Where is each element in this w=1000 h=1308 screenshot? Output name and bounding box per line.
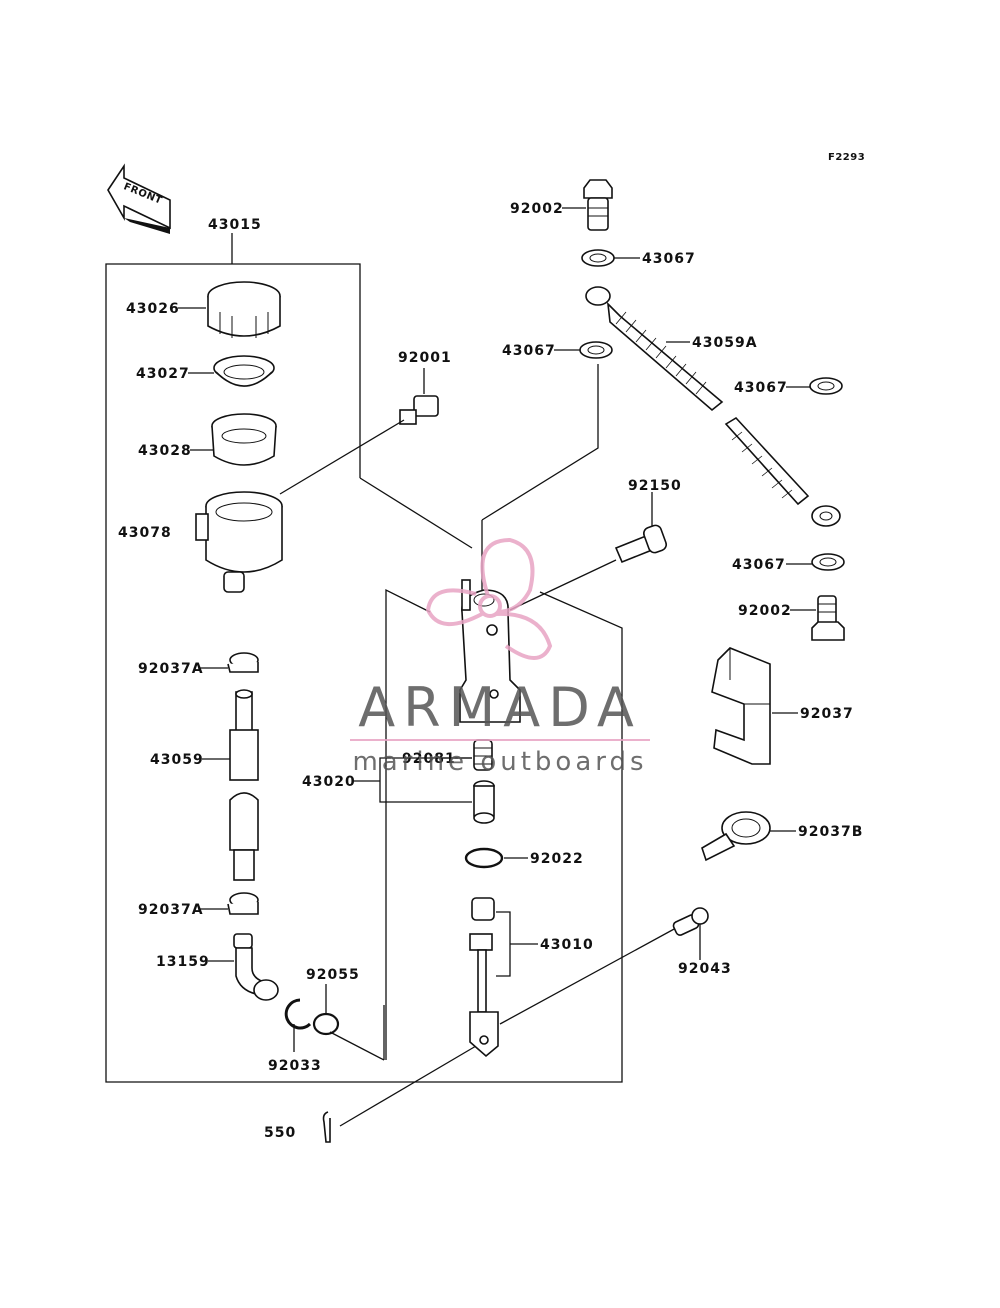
label-92033: 92033 [268, 1058, 322, 1074]
clevis-pin-part [672, 907, 709, 936]
hose-bracket-part [711, 647, 771, 765]
reservoir-part [195, 491, 283, 593]
banjo-bolt-bottom-part [811, 595, 845, 641]
bolt-92001-part [399, 395, 439, 425]
label-92055: 92055 [306, 967, 360, 983]
hose-clamp-top-part [227, 652, 259, 673]
watermark-tagline: marine outboards [352, 747, 647, 777]
o-ring-part [312, 1012, 340, 1036]
label-43067-b: 43067 [502, 343, 556, 359]
elbow-fitting-part [233, 933, 279, 1001]
washer-b-part [579, 341, 613, 359]
label-550: 550 [264, 1125, 296, 1141]
label-43067-c: 43067 [734, 380, 788, 396]
washer-d-part [811, 553, 845, 571]
label-92037B: 92037B [798, 824, 863, 840]
label-92037A-top: 92037A [138, 661, 204, 677]
watermark-brand: ARMADA [358, 676, 642, 739]
assembly-frame-43015 [105, 233, 623, 1083]
front-arrow-icon: FRONT [107, 163, 171, 234]
label-92150: 92150 [628, 478, 682, 494]
washer-a-part [581, 249, 615, 267]
label-43059A: 43059A [692, 335, 758, 351]
washer-c-part [809, 377, 843, 395]
grommet-part [701, 811, 771, 862]
bolt-92150-part [614, 524, 668, 564]
push-rod-part [469, 897, 499, 1058]
armada-watermark: ARMADA marine outboards [350, 537, 650, 777]
circlip-part [284, 998, 312, 1030]
label-92002-top: 92002 [510, 201, 564, 217]
label-43020: 43020 [302, 774, 356, 790]
label-43067-d: 43067 [732, 557, 786, 573]
label-92037: 92037 [800, 706, 854, 722]
snap-ring-part [464, 847, 504, 869]
label-43027: 43027 [136, 366, 190, 382]
label-92081: 92081 [402, 751, 456, 767]
master-cylinder-body-part [459, 579, 521, 723]
figure-code: F2293 [828, 152, 865, 163]
cotter-pin-part [322, 1111, 331, 1143]
label-43059: 43059 [150, 752, 204, 768]
label-43010: 43010 [540, 937, 594, 953]
propeller-logo-icon [425, 537, 553, 660]
diaphragm-plate-part [213, 355, 275, 387]
reservoir-hose-part [229, 689, 259, 881]
label-43015: 43015 [208, 217, 262, 233]
reservoir-cap-part [207, 281, 281, 338]
label-43067-a: 43067 [642, 251, 696, 267]
label-43026: 43026 [126, 301, 180, 317]
label-43078: 43078 [118, 525, 172, 541]
label-92002-bottom: 92002 [738, 603, 792, 619]
hose-clamp-bottom-part [227, 892, 259, 915]
banjo-bolt-top-part [583, 179, 613, 231]
label-92043: 92043 [678, 961, 732, 977]
piston-part [473, 780, 495, 824]
label-92037A-bottom: 92037A [138, 902, 204, 918]
label-43028: 43028 [138, 443, 192, 459]
label-13159: 13159 [156, 954, 210, 970]
diaphragm-part [211, 413, 277, 466]
label-92022: 92022 [530, 851, 584, 867]
label-92001: 92001 [398, 350, 452, 366]
brake-hose-part [585, 286, 841, 527]
